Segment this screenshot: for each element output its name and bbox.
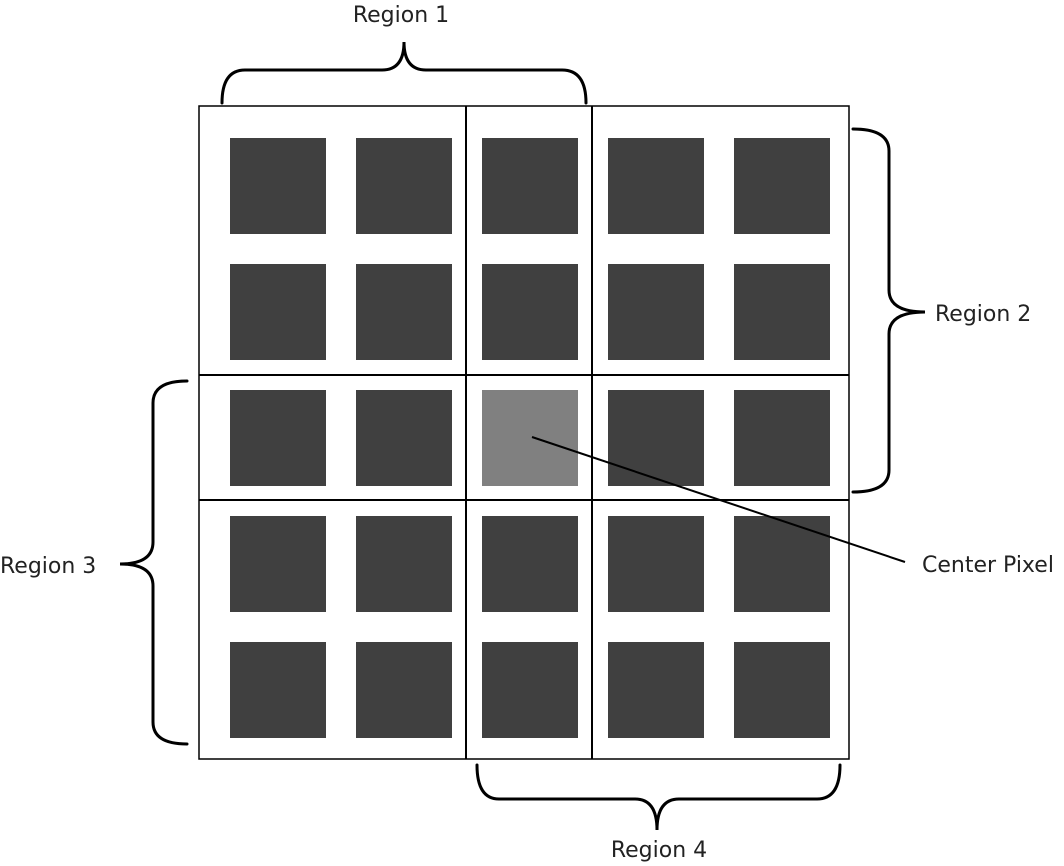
pixel-cell (230, 516, 326, 612)
pixel-cell (608, 390, 704, 486)
pixel-grid (230, 138, 830, 738)
pixel-cell (482, 138, 578, 234)
pixel-cell (230, 642, 326, 738)
pixel-cell (734, 264, 830, 360)
region4-label: Region 4 (611, 838, 707, 863)
center-pixel-label: Center Pixel (922, 553, 1054, 578)
center-pixel-pointer (531, 436, 906, 563)
region3-label: Region 3 (0, 554, 96, 579)
pixel-cell (230, 390, 326, 486)
pixel-cell (608, 642, 704, 738)
pixel-cell (734, 642, 830, 738)
region4-brace (475, 763, 842, 831)
pixel-cell (356, 264, 452, 360)
center-pixel (482, 390, 578, 486)
pixel-cell (608, 264, 704, 360)
region1-brace (220, 41, 588, 105)
pixel-cell (356, 138, 452, 234)
pixel-cell (482, 264, 578, 360)
pixel-cell (734, 516, 830, 612)
region2-label: Region 2 (935, 302, 1031, 327)
pixel-cell (230, 138, 326, 234)
pixel-cell (608, 516, 704, 612)
pixel-cell (482, 516, 578, 612)
pixel-cell (608, 138, 704, 234)
region-dividers (199, 106, 849, 759)
pixel-cell (734, 390, 830, 486)
pixel-cell (356, 390, 452, 486)
region3-brace (119, 379, 189, 746)
pixel-cell (356, 516, 452, 612)
pixel-cell (230, 264, 326, 360)
grid-frame (198, 105, 850, 760)
region2-brace (851, 127, 926, 494)
pixel-cell (482, 642, 578, 738)
pixel-cell (734, 138, 830, 234)
region1-label: Region 1 (353, 3, 449, 28)
pixel-cell (356, 642, 452, 738)
